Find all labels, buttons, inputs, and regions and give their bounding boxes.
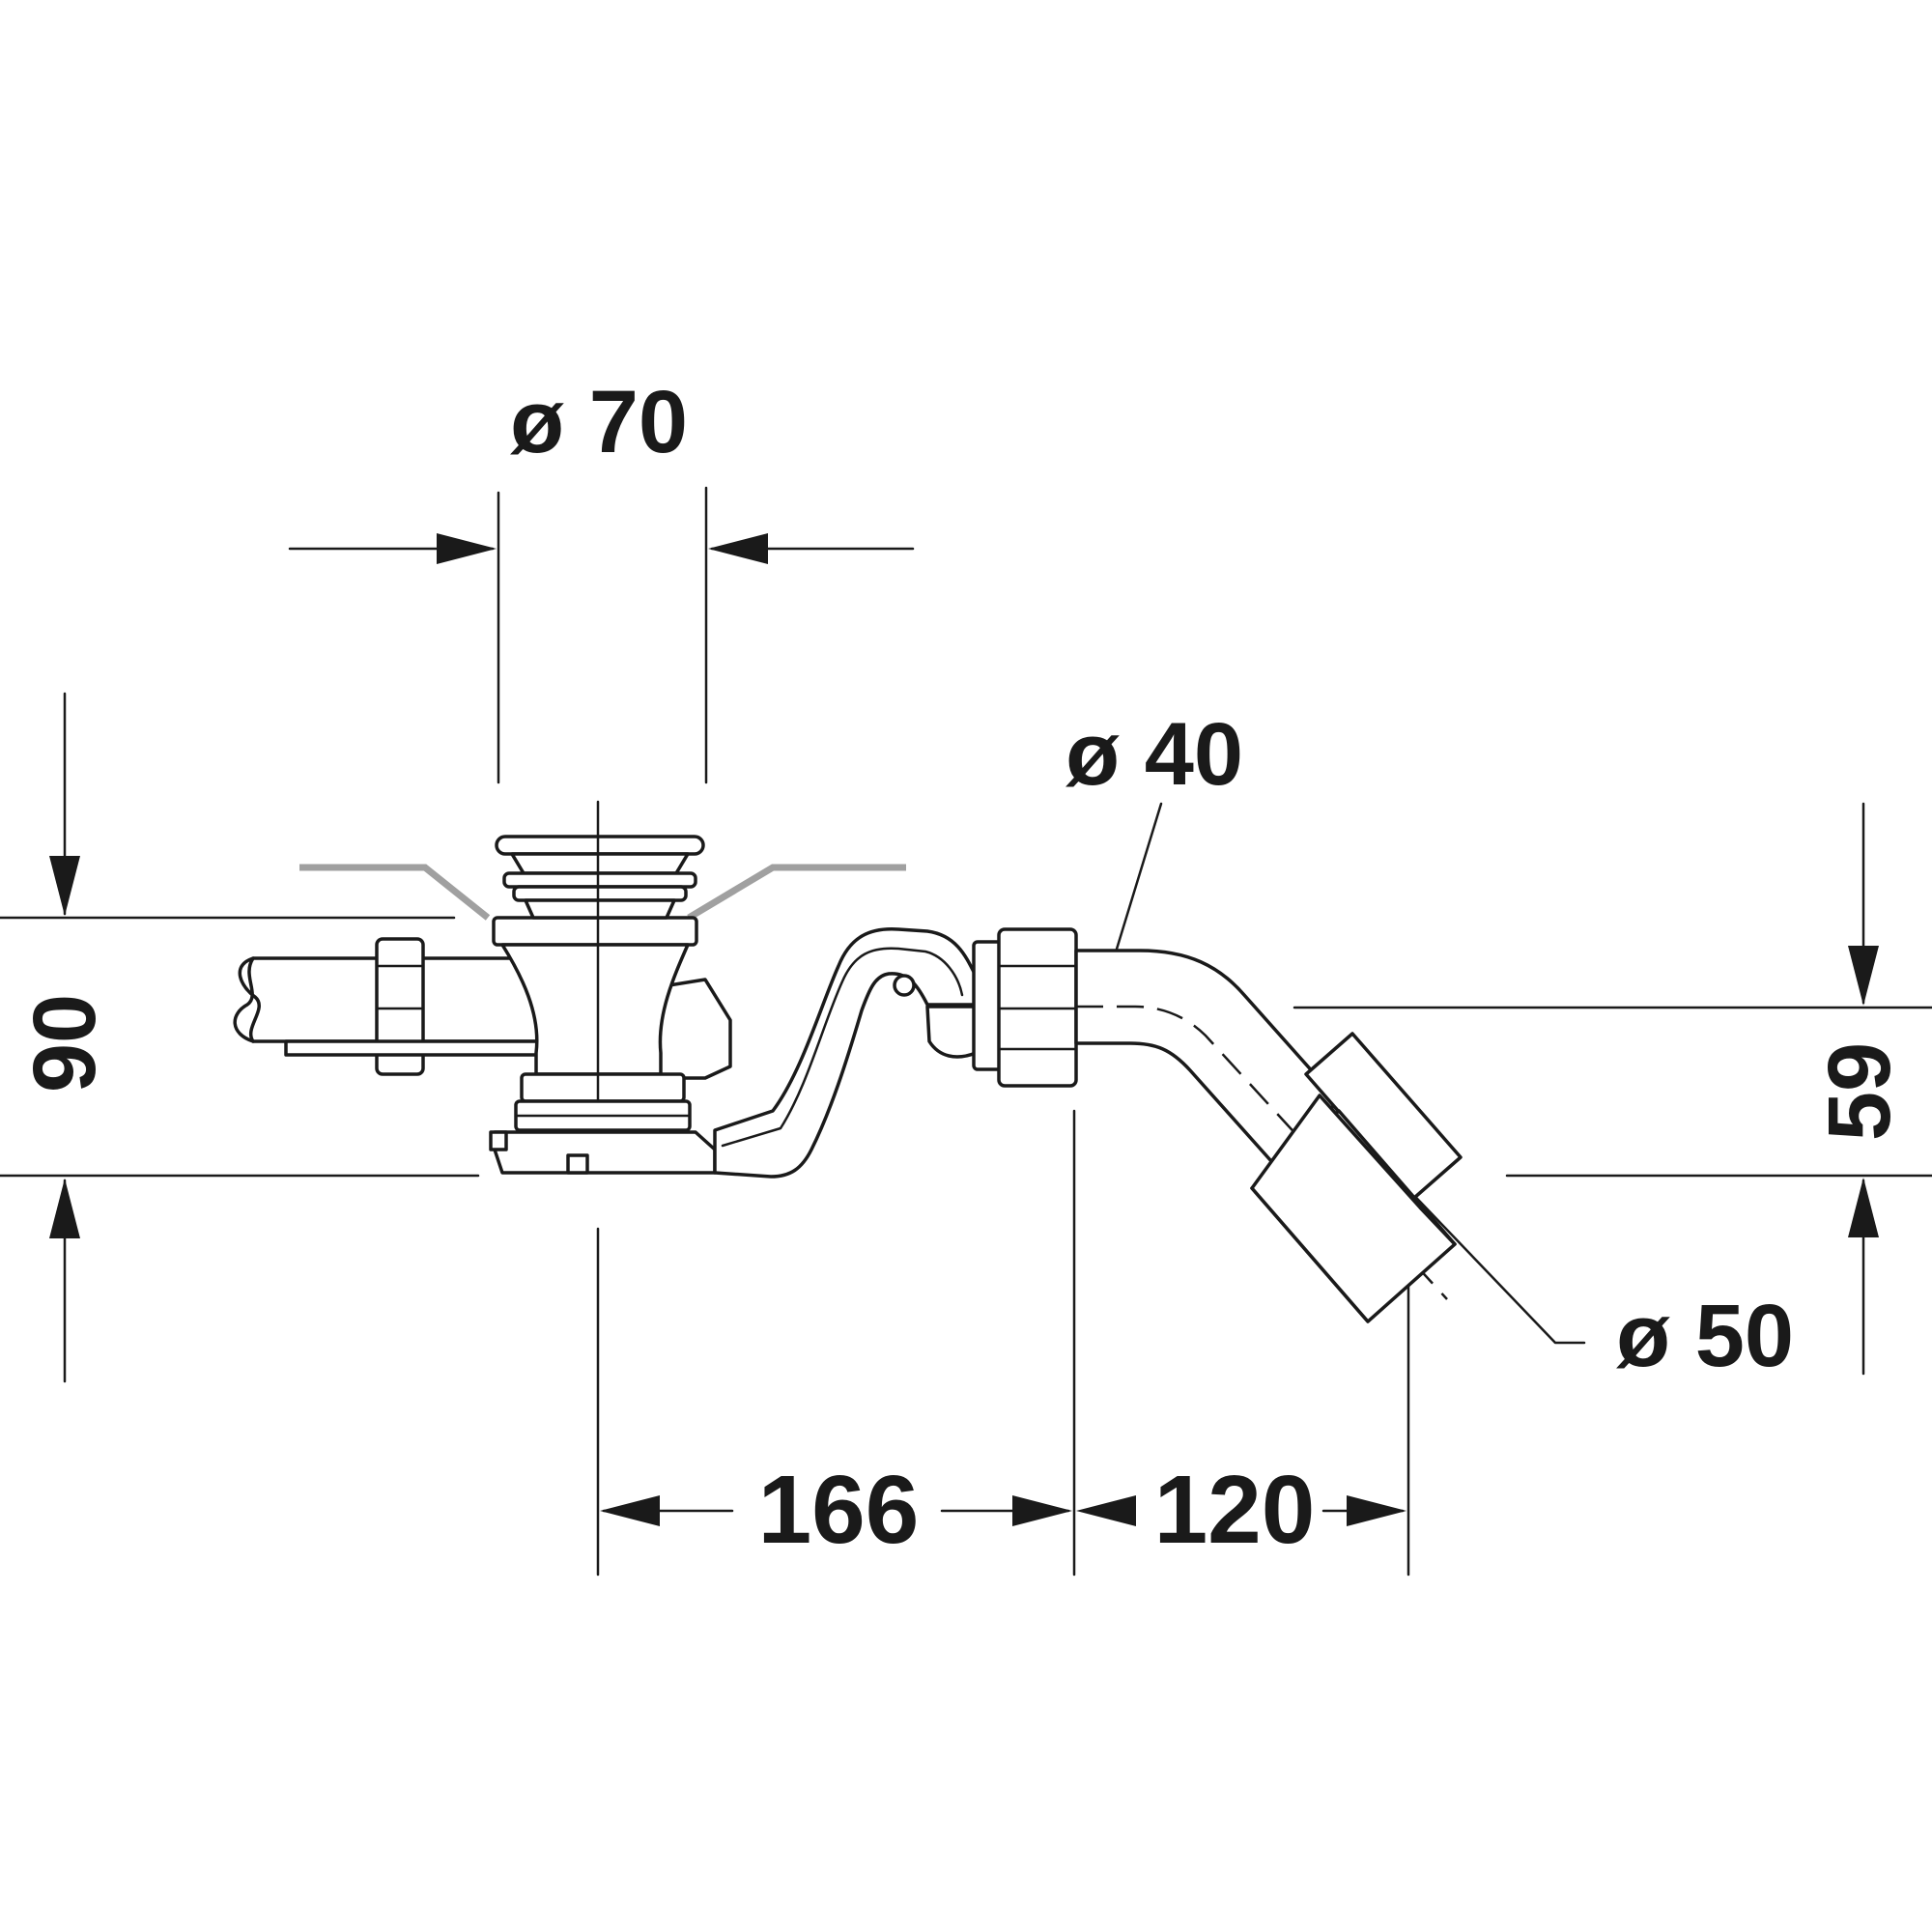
arrow-left-icon	[708, 533, 768, 564]
rod-bar	[284, 1039, 578, 1057]
drain-assembly	[233, 835, 1463, 1323]
arrow-left-icon	[1076, 1495, 1136, 1526]
dimension-horizontal: 166 120	[596, 1109, 1410, 1577]
dimension-overflow-diameter: ø 70	[288, 373, 915, 784]
dimension-pipe-diameter: ø 40	[1065, 705, 1243, 970]
leader-line	[1109, 802, 1163, 970]
arrow-right-icon	[1012, 1495, 1072, 1526]
pipe-break-line	[238, 956, 261, 1043]
pipe-coupling	[972, 927, 1078, 1088]
drain-flange	[492, 916, 698, 947]
pipe-centerline	[1076, 1005, 1448, 1300]
bath-surface-right	[687, 864, 906, 922]
arrow-right-icon	[1347, 1495, 1406, 1526]
arrow-down-icon	[1848, 946, 1879, 1006]
bath-surface-left	[299, 864, 491, 921]
drain-connector-pipe	[713, 927, 978, 1179]
outlet-elbow	[1074, 949, 1463, 1323]
drain-plug	[495, 835, 705, 920]
outlet-height-label: 59	[1810, 1042, 1909, 1141]
overflow-pipe	[233, 937, 562, 1076]
overflow-diameter-label: ø 70	[510, 373, 688, 471]
arrow-right-icon	[437, 533, 497, 564]
arrow-left-icon	[600, 1495, 660, 1526]
dimension-outlet-diameter: ø 50	[1331, 1109, 1794, 1385]
distance-120-label: 120	[1154, 1456, 1316, 1564]
dimension-total-height: 90	[0, 692, 480, 1383]
drain-base	[493, 1130, 717, 1175]
total-height-label: 90	[15, 994, 114, 1093]
arrow-down-icon	[49, 856, 80, 916]
dimension-outlet-height: 59	[1293, 802, 1932, 1376]
arrow-up-icon	[1848, 1178, 1879, 1237]
s-pipe-body	[713, 927, 978, 1179]
pipe-joint	[925, 1005, 978, 1059]
arrow-up-icon	[49, 1179, 80, 1238]
outlet-diameter-label: ø 50	[1616, 1287, 1794, 1385]
pipe-diameter-label: ø 40	[1065, 705, 1243, 804]
bath-surface	[299, 864, 906, 922]
drain-body	[489, 916, 732, 1175]
plug-cap	[495, 835, 705, 856]
elbow-pipe	[1074, 949, 1341, 1163]
distance-166-label: 166	[758, 1456, 920, 1564]
